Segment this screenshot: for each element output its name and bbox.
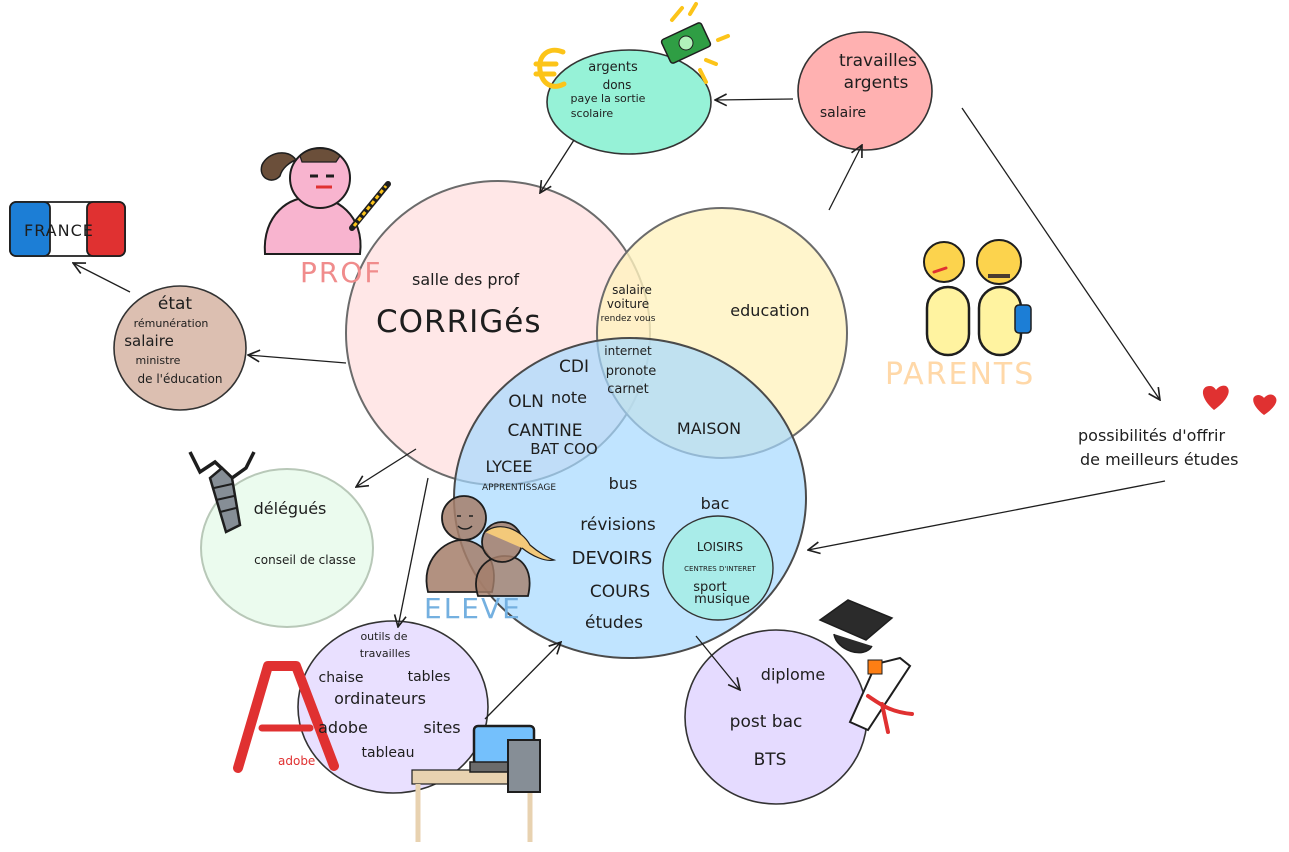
diplome-line-1: diplome [760,665,826,684]
loisirs-line-2: CENTRES D'INTERET [684,565,756,573]
loisirs-line-4: musique [694,592,750,607]
arrow-etat-to-france [73,263,131,293]
delegues-line-1: délégués [253,499,327,518]
prof-title: PROF [300,256,383,289]
work-line-3: salaire [819,105,867,121]
hearts-icon [1202,385,1277,415]
prof-eleve-line-7: APPRENTISSAGE [481,483,557,493]
prof-eleve-line-2: OLN [508,392,544,412]
parents-eleve-line-1: MAISON [676,419,742,438]
arrow-outils-to-eleve [484,642,561,720]
euro-icon [533,47,567,89]
etat-line-3: salaire [124,332,174,350]
france-flag-icon [9,201,126,257]
prof-eleve-line-1: CDI [559,357,589,377]
delegues-line-2: conseil de classe [254,553,356,567]
outils-line-3: chaise [318,670,364,686]
diplome-line-2: post bac [729,712,803,732]
outils-line-6: adobe [318,718,368,737]
arrow-work-to-possibilites [961,107,1160,400]
all-three-line-2: pronote [605,364,657,379]
outils-line-8: tableau [361,745,415,761]
prof-parents-line-1: salaire [612,283,652,297]
eleve-line-3: révisions [580,515,656,535]
prof-character-icon [260,147,391,255]
outils-circle[interactable] [297,620,489,794]
possibilites-line-2: de meilleurs études [1080,450,1239,469]
prof-eleve-line-3: note [550,388,588,407]
graduation-icon [818,599,914,734]
prof-parents-line-2: voiture [606,297,650,311]
parents-line-1: education [730,301,810,320]
eleve-line-2: bac [700,494,730,513]
arrow-prof-to-outils [398,477,429,627]
loisirs-circle[interactable] [662,515,774,621]
outils-line-7: sites [423,718,461,737]
money-line-4: scolaire [570,107,614,120]
parents-title: PARENTS [885,357,1036,392]
etat-circle[interactable] [113,285,247,411]
eleve-line-4: DEVOIRS [571,548,653,569]
money-circle[interactable] [546,49,712,155]
eleve-title: ELEVE [424,592,522,625]
loisirs-line-3: sport [693,580,727,595]
etat-line-2: rémunération [133,317,209,330]
prof-line-2: CORRIGés [376,304,542,340]
students-character-icon [425,495,557,597]
banknote-icon [660,2,730,84]
arrow-money-to-prof [540,139,575,193]
adobe-logo-label: adobe [278,754,316,768]
eleve-line-1: bus [608,474,638,493]
etat-line-5: de l'éducation [137,372,223,386]
eleve-line-5: COURS [589,582,651,602]
money-line-2: dons [602,78,632,92]
loisirs-line-1: LOISIRS [696,540,744,554]
outils-line-4: tables [407,669,451,685]
prof-parents-line-3: rendez vous [600,314,656,324]
arrow-prof-to-delegues [356,448,417,487]
delegues-circle[interactable] [200,468,374,628]
france-label: FRANCE [24,221,94,240]
prof-line-1: salle des prof [412,270,520,289]
work-circle[interactable] [797,31,933,151]
prof-eleve-line-6: LYCEE [485,457,533,476]
eleve-line-6: études [584,613,644,633]
etat-line-1: état [157,294,193,314]
adobe-logo-icon [233,661,339,773]
prof-eleve-line-4: CANTINE [507,421,583,441]
parents-characters-icon [923,239,1032,357]
arrow-parents-to-work [828,145,862,211]
arrow-prof-to-etat [248,355,347,364]
money-line-3: paye la sortie [570,92,646,105]
arrow-eleve-to-diplome [695,635,740,690]
tie-icon [188,451,256,534]
work-line-2: argents [843,73,909,93]
work-line-1: travailles [838,51,918,71]
all-three-line-1: internet [604,344,652,358]
all-three-line-3: carnet [607,382,649,397]
money-line-1: argents [588,60,638,75]
prof-eleve-line-5: BAT COO [530,440,598,458]
possibilites-line-1: possibilités d'offrir [1078,426,1226,445]
outils-line-2: travailles [359,647,411,660]
arrow-work-to-money [715,99,794,100]
diplome-line-3: BTS [753,750,787,770]
outils-line-5: ordinateurs [334,689,426,708]
arrow-possibilites-to-eleve [808,480,1166,550]
computer-desk-icon [411,724,541,842]
etat-line-4: ministre [135,354,181,367]
outils-line-1: outils de [360,630,408,643]
